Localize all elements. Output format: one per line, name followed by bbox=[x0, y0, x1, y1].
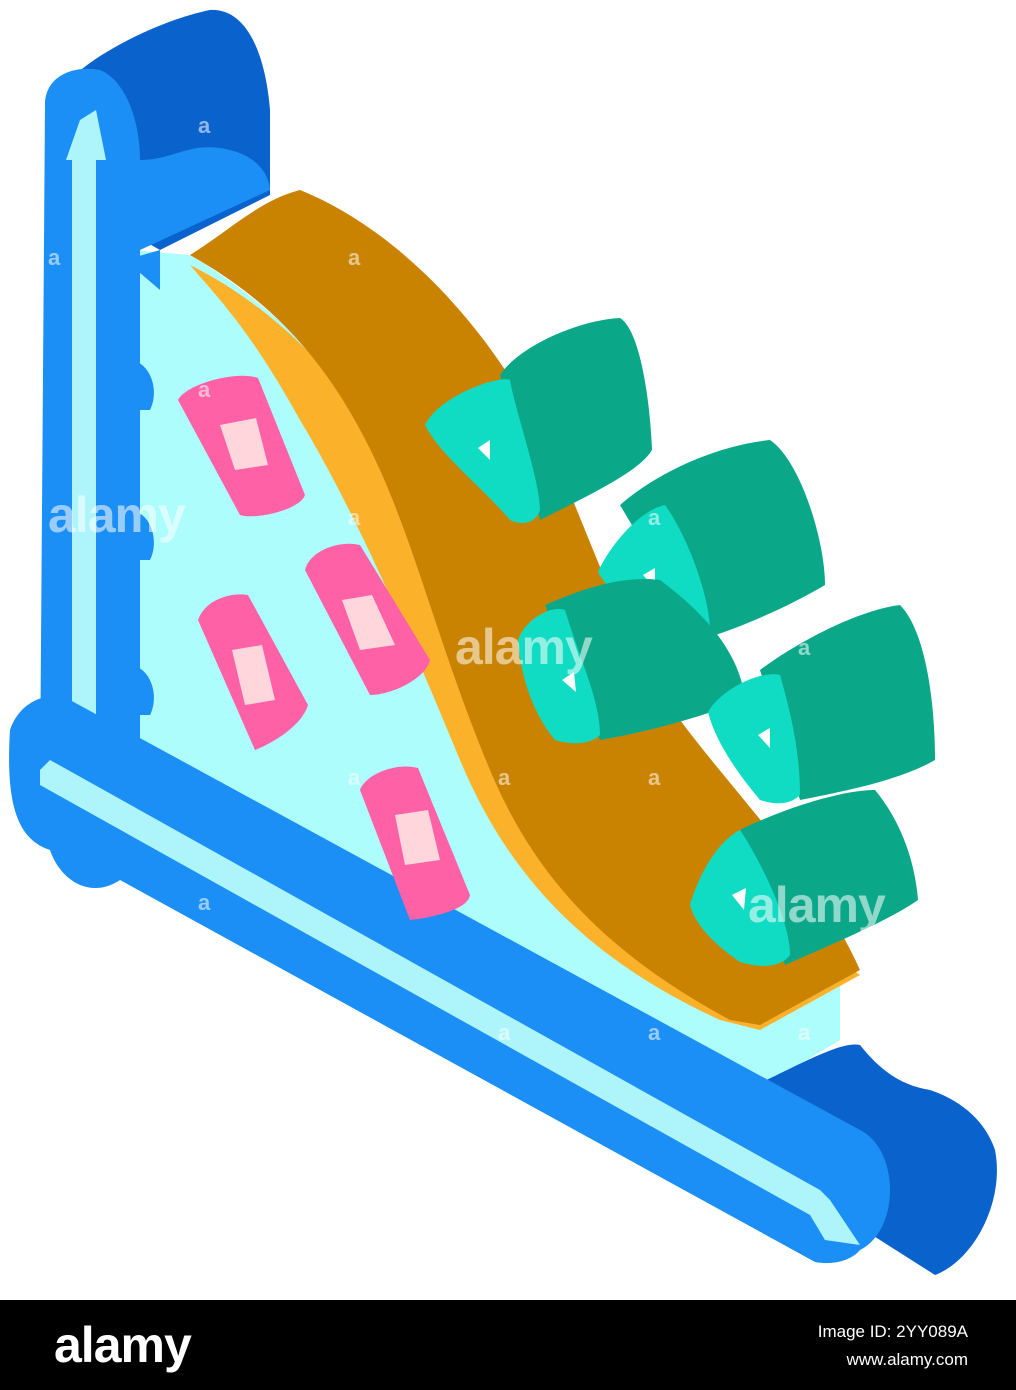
triangular-prism-icon bbox=[425, 318, 652, 523]
diamond-icon bbox=[178, 375, 305, 517]
triangular-prism-icon bbox=[518, 579, 745, 744]
footer-bar: alamy Image ID: 2YY089A www.alamy.com bbox=[0, 1300, 1016, 1390]
footer-image-id: Image ID: 2YY089A bbox=[817, 1322, 968, 1341]
isometric-chart-illustration bbox=[9, 9, 997, 1275]
diamond-group bbox=[178, 375, 470, 920]
footer-logo: alamy bbox=[54, 1317, 192, 1373]
footer-site-url: www.alamy.com bbox=[846, 1350, 968, 1369]
curve-band bbox=[190, 190, 860, 1030]
y-axis bbox=[40, 9, 270, 781]
diamond-icon bbox=[305, 543, 430, 695]
triangular-prism-icon bbox=[690, 790, 918, 966]
x-axis bbox=[9, 696, 997, 1275]
prism-group bbox=[425, 318, 935, 966]
diamond-icon bbox=[198, 594, 308, 750]
diamond-icon bbox=[360, 766, 470, 920]
triangular-prism-icon bbox=[708, 605, 935, 804]
